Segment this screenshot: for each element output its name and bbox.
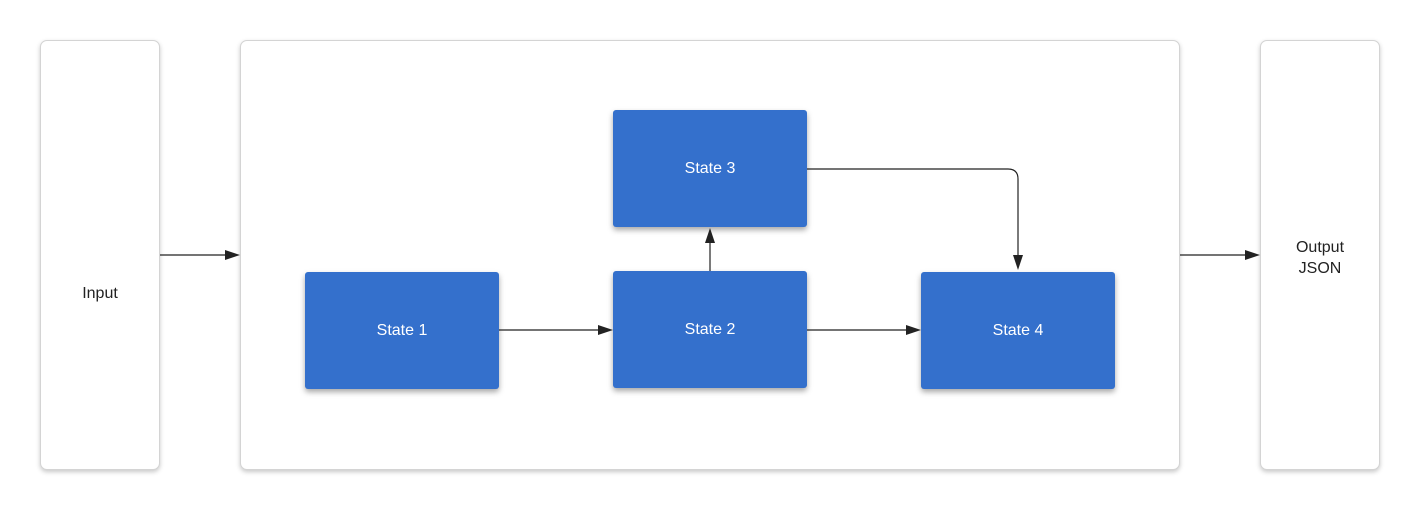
input-panel: Input: [40, 40, 160, 470]
state-4-node[interactable]: State 4: [921, 272, 1115, 389]
output-panel: Output JSON: [1260, 40, 1380, 470]
state-3-node[interactable]: State 3: [613, 110, 807, 227]
arrow-input-to-pipeline: [160, 250, 240, 260]
input-label: Input: [82, 285, 118, 302]
state-2-node[interactable]: State 2: [613, 271, 807, 388]
output-label: Output JSON: [1295, 239, 1345, 277]
state-machine-panel: [240, 40, 1180, 470]
arrow-pipeline-to-output: [1180, 250, 1260, 260]
state-1-node[interactable]: State 1: [305, 272, 499, 389]
